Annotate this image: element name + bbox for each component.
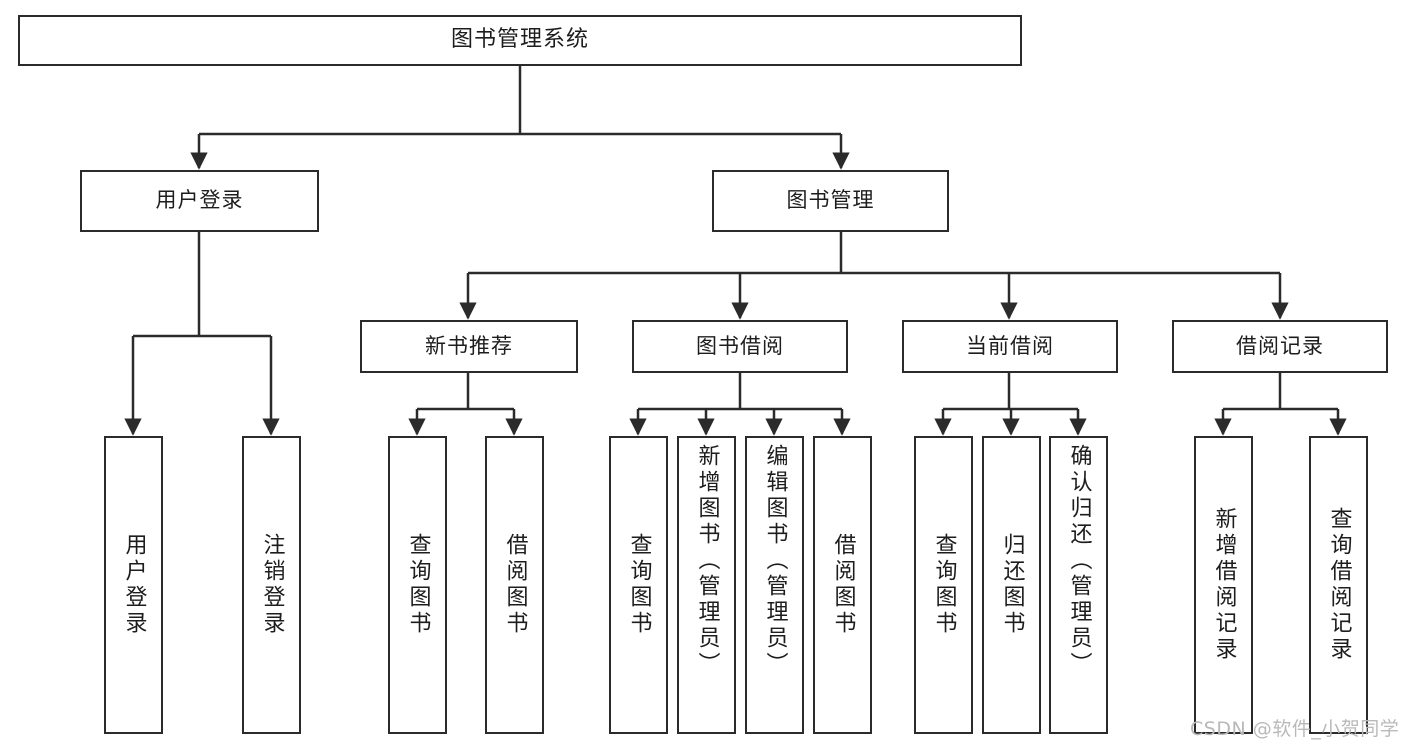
leaf-borrow-book-new-rec[interactable]: 借阅图书 — [485, 436, 544, 734]
leaf-query-book-current[interactable]: 查询图书 — [914, 436, 973, 734]
leaf-add-borrow-record[interactable]: 新增借阅记录 — [1194, 436, 1253, 734]
leaf-logout-login-label: 注销登录 — [259, 533, 285, 637]
node-book-manage[interactable]: 图书管理 — [712, 170, 949, 232]
node-user-login[interactable]: 用户登录 — [80, 170, 319, 232]
leaf-borrow-book-borrow[interactable]: 借阅图书 — [813, 436, 872, 734]
node-book-manage-label: 图书管理 — [786, 188, 875, 213]
leaf-query-book-current-label: 查询图书 — [931, 533, 957, 637]
leaf-borrow-book-new-rec-label: 借阅图书 — [502, 533, 528, 637]
leaf-add-book-admin[interactable]: 新增图书（管理员） — [677, 436, 736, 734]
leaf-borrow-book-borrow-label: 借阅图书 — [830, 533, 856, 637]
leaf-query-borrow-record-label: 查询借阅记录 — [1326, 507, 1352, 663]
leaf-confirm-return-admin-label: 确认归还（管理员） — [1066, 444, 1092, 678]
node-book-borrow-label: 图书借阅 — [696, 333, 784, 358]
csdn-watermark: CSDN @软件_小贺同学 — [1190, 718, 1400, 740]
node-new-book-recommend[interactable]: 新书推荐 — [360, 320, 578, 373]
node-book-borrow[interactable]: 图书借阅 — [632, 320, 848, 373]
node-current-borrow[interactable]: 当前借阅 — [902, 320, 1118, 373]
node-root-label: 图书管理系统 — [450, 27, 589, 53]
leaf-add-borrow-record-label: 新增借阅记录 — [1211, 507, 1237, 663]
node-current-borrow-label: 当前借阅 — [966, 333, 1054, 358]
node-new-book-recommend-label: 新书推荐 — [425, 333, 513, 358]
leaf-query-borrow-record[interactable]: 查询借阅记录 — [1309, 436, 1368, 734]
leaf-user-login-label: 用户登录 — [121, 533, 147, 637]
node-user-login-label: 用户登录 — [155, 188, 244, 213]
leaf-query-book-borrow[interactable]: 查询图书 — [609, 436, 668, 734]
leaf-query-book-borrow-label: 查询图书 — [626, 533, 652, 637]
leaf-add-book-admin-label: 新增图书（管理员） — [694, 444, 720, 678]
node-borrow-record-label: 借阅记录 — [1236, 333, 1324, 358]
leaf-return-book-label: 归还图书 — [999, 533, 1025, 637]
leaf-logout-login[interactable]: 注销登录 — [242, 436, 301, 734]
leaf-confirm-return-admin[interactable]: 确认归还（管理员） — [1049, 436, 1108, 734]
leaf-edit-book-admin-label: 编辑图书（管理员） — [762, 444, 788, 678]
node-borrow-record[interactable]: 借阅记录 — [1172, 320, 1388, 373]
leaf-user-login[interactable]: 用户登录 — [104, 436, 163, 734]
leaf-edit-book-admin[interactable]: 编辑图书（管理员） — [745, 436, 804, 734]
leaf-query-book-new-rec[interactable]: 查询图书 — [388, 436, 447, 734]
leaf-return-book[interactable]: 归还图书 — [982, 436, 1041, 734]
leaf-query-book-new-rec-label: 查询图书 — [405, 533, 431, 637]
node-root[interactable]: 图书管理系统 — [18, 15, 1022, 66]
